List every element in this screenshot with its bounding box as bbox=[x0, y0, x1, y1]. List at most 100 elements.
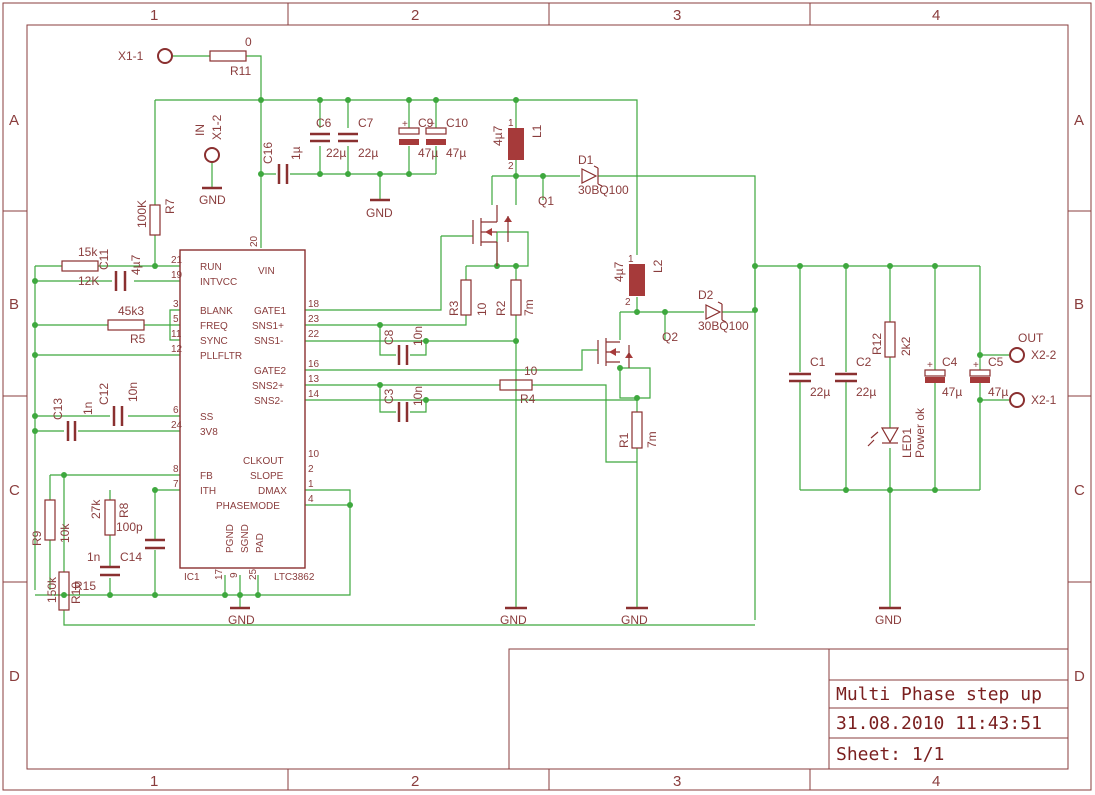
ic-pin-num: 2 bbox=[308, 464, 314, 475]
row-label-right: D bbox=[1074, 668, 1085, 685]
capacitor-value: 47µ bbox=[942, 385, 962, 399]
capacitor-value: 47µ bbox=[988, 385, 1008, 399]
inductor-l1: L1 4µ7 1 2 bbox=[491, 118, 544, 172]
inductor-l2: L2 4µ7 1 2 bbox=[612, 254, 665, 308]
ic-pin-name: SNS1+ bbox=[252, 321, 284, 332]
resistor-value: 2k2 bbox=[899, 336, 913, 356]
ic-pin-num: 9 bbox=[229, 572, 240, 578]
capacitor-c16: C16 1µ bbox=[261, 142, 303, 184]
resistor-value: 0 bbox=[245, 35, 252, 49]
led-name: LED1 bbox=[900, 428, 914, 458]
resistor-name: R9 bbox=[30, 530, 44, 546]
resistor-value: 100K bbox=[135, 200, 149, 228]
resistor-value: 45k3 bbox=[118, 304, 144, 318]
resistor-name: R2 bbox=[494, 300, 508, 316]
ic-pin-num: 16 bbox=[308, 359, 320, 370]
capacitor-value: 1n bbox=[87, 550, 100, 564]
gnd-label: GND bbox=[228, 613, 255, 627]
ic-pin-name: GATE1 bbox=[254, 306, 286, 317]
inductor-name: L2 bbox=[651, 259, 665, 273]
connector-x2-1: X2-1 bbox=[1009, 392, 1057, 408]
capacitor-value: 10n bbox=[411, 386, 425, 406]
capacitor-c11: C11 4µ7 bbox=[97, 249, 143, 291]
resistor-name: R15 bbox=[74, 579, 96, 593]
ic-pin-name: BLANK bbox=[200, 306, 233, 317]
connector-x1-2: X1-2 IN bbox=[193, 114, 224, 163]
ic-pin-name: PGND bbox=[225, 524, 236, 553]
connector-x2-2: OUT X2-2 bbox=[1009, 331, 1057, 363]
capacitor-c2: C2 22µ bbox=[835, 355, 876, 399]
diode-name: D2 bbox=[698, 288, 714, 302]
ic-pin-name: 3V8 bbox=[200, 427, 218, 438]
connector-label: X1-2 bbox=[210, 114, 224, 140]
capacitor-value: 47µ bbox=[446, 146, 466, 160]
gnd-symbol: GND bbox=[875, 606, 902, 627]
capacitor-name: C3 bbox=[382, 388, 396, 404]
diode-d2: D2 30BQ100 bbox=[698, 288, 749, 333]
ic-pin-name: SNS1- bbox=[254, 336, 283, 347]
ic-pin-num: 25 bbox=[248, 568, 259, 580]
capacitor-c14: 1n C14 bbox=[87, 550, 142, 577]
ic-pin-name: FREQ bbox=[200, 321, 228, 332]
gnd-label: GND bbox=[366, 206, 393, 220]
ic-pin-name: PHASEMODE bbox=[216, 501, 280, 512]
capacitor-c12: C12 10n bbox=[97, 382, 140, 426]
row-label-left: B bbox=[9, 296, 19, 313]
gnd-label: GND bbox=[875, 613, 902, 627]
ic-pin-name: SNS2- bbox=[254, 396, 283, 407]
ic-pin-name: VIN bbox=[258, 266, 275, 277]
capacitor-name: C13 bbox=[51, 398, 65, 420]
resistor-name: R4 bbox=[520, 392, 536, 406]
ic-pin-num: 23 bbox=[308, 314, 320, 325]
ic-pin-num: 5 bbox=[173, 314, 179, 325]
ic-part: LTC3862 bbox=[274, 572, 315, 583]
resistor-value: 27k bbox=[89, 499, 103, 519]
resistor-name: R7 bbox=[163, 198, 177, 214]
svg-text:+: + bbox=[402, 119, 408, 130]
gnd-label: GND bbox=[621, 613, 648, 627]
ic-pin-name: SYNC bbox=[200, 336, 228, 347]
col-label-top: 3 bbox=[673, 7, 681, 24]
row-label-right: C bbox=[1074, 482, 1085, 499]
capacitor-c10: + C10 47µ bbox=[425, 116, 468, 160]
resistor-value: 7m bbox=[645, 431, 659, 448]
gnd-symbol: GND bbox=[199, 186, 226, 207]
connector-label: X2-1 bbox=[1031, 393, 1057, 407]
ic-pin-name: SGND bbox=[240, 524, 251, 553]
capacitor-name: C11 bbox=[97, 249, 111, 270]
resistor-r1: R1 7m bbox=[617, 411, 659, 449]
ic-name: IC1 bbox=[184, 572, 200, 583]
ic-pin-name: PAD bbox=[255, 533, 266, 553]
sheet-number: Sheet: 1/1 bbox=[836, 744, 944, 765]
ic-pin-num: 20 bbox=[249, 235, 260, 247]
gnd-label: GND bbox=[500, 613, 527, 627]
svg-text:+: + bbox=[973, 360, 979, 371]
resistor-value: 10 bbox=[524, 364, 538, 378]
gnd-symbol: GND bbox=[500, 606, 527, 627]
title-block: Multi Phase step up 31.08.2010 11:43:51 … bbox=[508, 648, 1069, 770]
col-label-top: 4 bbox=[932, 7, 940, 24]
inductor-name: L1 bbox=[530, 124, 544, 138]
resistor-value: 7m bbox=[522, 299, 536, 316]
ic-pin-num: 7 bbox=[173, 479, 179, 490]
ic-pin-name: RUN bbox=[200, 262, 222, 273]
ic-pin-num: 18 bbox=[308, 299, 320, 310]
resistor-r2: R2 7m bbox=[494, 279, 536, 316]
capacitor-name: C6 bbox=[316, 116, 332, 130]
capacitor-c9: + C9 47µ bbox=[398, 116, 438, 160]
resistor-r12: R12 2k2 bbox=[870, 321, 913, 358]
gnd-label: GND bbox=[199, 193, 226, 207]
inductor-value: 4µ7 bbox=[612, 261, 626, 282]
drawing-title: Multi Phase step up bbox=[836, 684, 1042, 705]
ic-pin-num: 24 bbox=[171, 420, 183, 431]
resistor-r11: 0 R11 bbox=[209, 35, 252, 78]
led-led1: LED1 Power ok bbox=[867, 407, 927, 458]
row-label-right: B bbox=[1074, 296, 1084, 313]
ic-pin-num: 11 bbox=[171, 329, 182, 340]
svg-text:+: + bbox=[429, 119, 435, 130]
junction-dots bbox=[32, 97, 983, 598]
capacitor-c3: C3 10n bbox=[382, 386, 425, 422]
col-label-top: 2 bbox=[411, 7, 419, 24]
ic-pin-num: 19 bbox=[171, 270, 183, 281]
resistor-value: 150k bbox=[45, 576, 59, 603]
